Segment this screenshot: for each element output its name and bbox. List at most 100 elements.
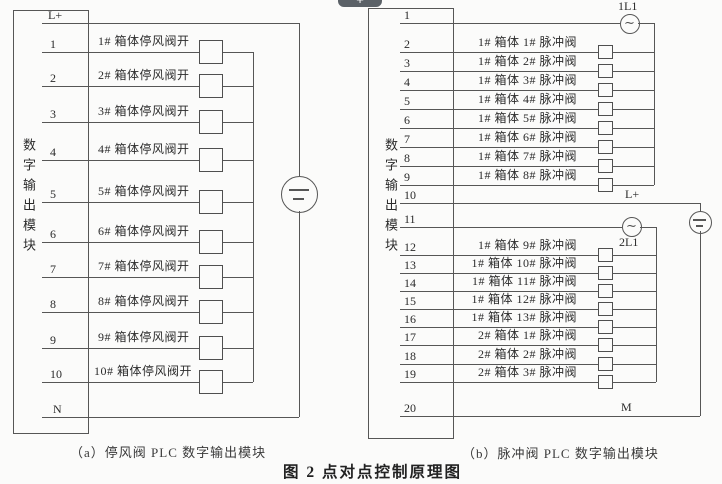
valve-out-wire (612, 382, 656, 383)
valve-label: 2# 箱体停风阀开 (98, 68, 190, 82)
valve-label: 1# 箱体 10# 脉冲阀 (471, 256, 577, 270)
valve-symbol (598, 64, 613, 78)
valve-out-wire (612, 128, 654, 129)
terminal-14: 14 (404, 276, 416, 290)
bus-wire (400, 203, 700, 204)
valve-out-wire (223, 52, 253, 53)
valve-symbol (199, 40, 223, 64)
terminal-wire (400, 255, 598, 256)
valve-label: 9# 箱体停风阀开 (98, 330, 190, 344)
dc-long-bar (289, 189, 309, 191)
valve-common-bus-2 (656, 227, 657, 382)
terminal-L+: L+ (48, 8, 63, 22)
terminal-wire (400, 147, 598, 148)
terminal-wire (400, 128, 598, 129)
valve-out-wire (223, 348, 253, 349)
valve-out-wire (612, 309, 656, 310)
valve-label: 1# 箱体 6# 脉冲阀 (477, 130, 577, 144)
valve-out-wire (223, 312, 253, 313)
terminal-17: 17 (404, 330, 416, 344)
terminal-wire (400, 23, 620, 24)
terminal-20: 20 (404, 401, 416, 415)
terminal-19: 19 (404, 367, 416, 381)
terminal-4: 4 (50, 145, 56, 159)
module-vertical-label-a: 数字输出模块 (21, 138, 36, 258)
valve-label: 7# 箱体停风阀开 (98, 259, 190, 273)
sine-wave-icon: ∼ (626, 218, 637, 233)
terminal-wire (638, 23, 654, 24)
terminal-1: 1 (50, 37, 56, 51)
valve-symbol (598, 302, 613, 316)
terminal-wire (42, 348, 199, 349)
terminal-10: 10 (50, 367, 62, 381)
ac-source-1l1-icon (620, 14, 640, 34)
terminal-wire (400, 309, 598, 310)
valve-label: 6# 箱体停风阀开 (98, 224, 190, 238)
terminal-wire (400, 166, 598, 167)
plc-module-box-a (13, 10, 89, 434)
valve-out-wire (223, 277, 253, 278)
valve-label: 1# 箱体 2# 脉冲阀 (477, 54, 577, 68)
valve-symbol (199, 230, 223, 254)
terminal-2: 2 (50, 71, 56, 85)
terminal-9: 9 (404, 170, 410, 184)
valve-label: 1# 箱体 12# 脉冲阀 (471, 292, 577, 306)
terminal-8: 8 (404, 151, 410, 165)
terminal-wire (42, 277, 199, 278)
valve-symbol (199, 370, 223, 394)
supply-wire (700, 203, 701, 212)
terminal-15: 15 (404, 294, 416, 308)
valve-out-wire (223, 86, 253, 87)
dc-short-bar (293, 198, 304, 200)
valve-out-wire (612, 147, 654, 148)
terminal-wire (400, 382, 598, 383)
terminal-7: 7 (404, 132, 410, 146)
valve-out-wire (223, 382, 253, 383)
dc-long-bar (693, 219, 706, 221)
valve-common-bus-1 (654, 23, 655, 185)
valve-symbol (199, 110, 223, 134)
valve-label: 2# 箱体 3# 脉冲阀 (477, 365, 577, 379)
valve-symbol (598, 357, 613, 371)
label-1l1: 1L1 (618, 0, 638, 13)
valve-out-wire (612, 185, 654, 186)
valve-symbol (199, 265, 223, 289)
terminal-N: N (53, 402, 62, 416)
bus-wire (42, 23, 299, 24)
terminal-wire (400, 273, 598, 274)
terminal-6: 6 (50, 227, 56, 241)
valve-out-wire (223, 202, 253, 203)
valve-out-wire (612, 291, 656, 292)
terminal-4: 4 (404, 75, 410, 89)
valve-label: 1# 箱体 5# 脉冲阀 (477, 111, 577, 125)
valve-label: 2# 箱体 1# 脉冲阀 (477, 328, 577, 342)
valve-out-wire (612, 327, 656, 328)
valve-label: 1# 箱体 4# 脉冲阀 (477, 92, 577, 106)
terminal-10: 10 (404, 188, 416, 202)
dc-short-bar (696, 225, 703, 227)
supply-wire (299, 211, 300, 417)
terminal-wire (42, 202, 199, 203)
plc-module-box-b (368, 8, 454, 439)
module-vertical-label-b: 数字输出模块 (383, 138, 398, 258)
terminal-11: 11 (404, 212, 416, 226)
terminal-2: 2 (404, 37, 410, 51)
bus-wire (400, 416, 700, 417)
terminal-wire (42, 86, 199, 87)
terminal-wire (400, 185, 598, 186)
valve-symbol (598, 45, 613, 59)
valve-symbol (199, 74, 223, 98)
valve-symbol (199, 148, 223, 172)
valve-label: 1# 箱体 7# 脉冲阀 (477, 149, 577, 163)
terminal-wire (400, 71, 598, 72)
valve-symbol (598, 178, 613, 192)
valve-symbol (199, 190, 223, 214)
sine-wave-icon: ∼ (624, 15, 635, 30)
terminal-wire (42, 382, 199, 383)
valve-out-wire (612, 345, 656, 346)
valve-label: 1# 箱体 8# 脉冲阀 (477, 168, 577, 182)
terminal-6: 6 (404, 113, 410, 127)
terminal-wire (400, 327, 598, 328)
overlay-plus-button[interactable]: + (338, 0, 382, 7)
terminal-5: 5 (50, 187, 56, 201)
